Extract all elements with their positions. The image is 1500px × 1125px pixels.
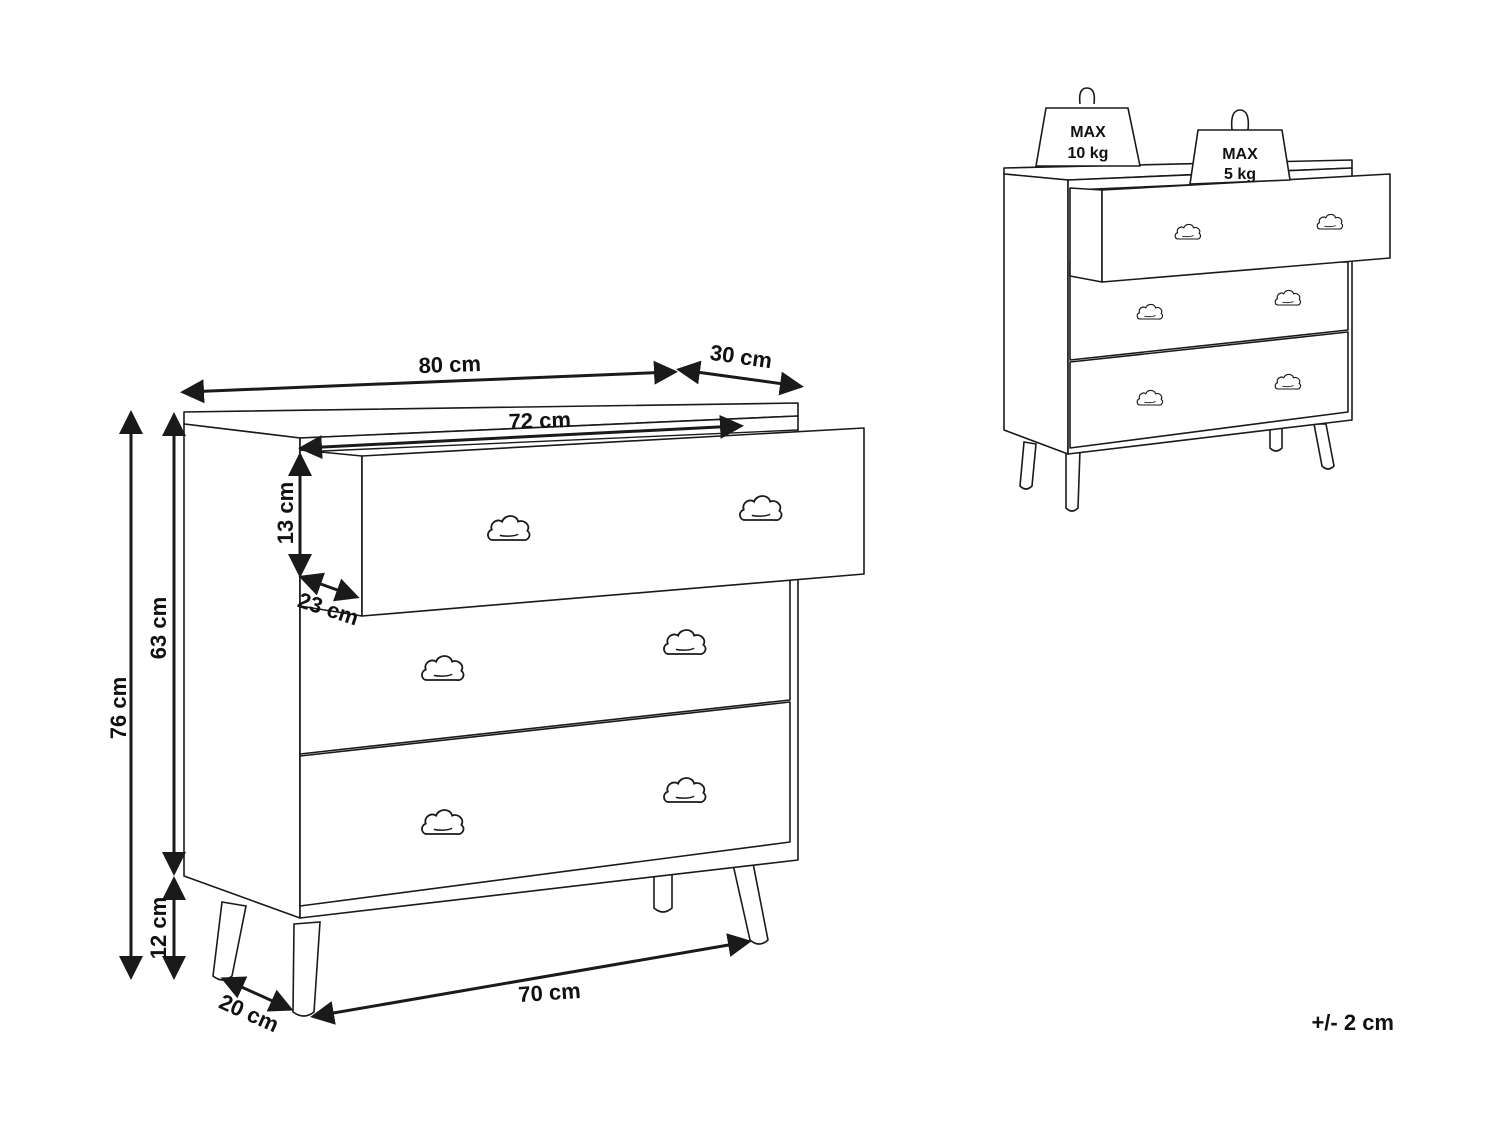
leg-depth-label: 20 cm [215,989,282,1037]
open-drawer-side [1069,187,1103,283]
front-leg-center [1065,449,1081,512]
drawer-width-label: 72 cm [508,407,571,434]
bottom-drawer [1069,331,1349,449]
drawer-weight-max: MAX [1222,146,1258,163]
open-drawer-front [1101,173,1391,283]
back-leg-left [653,869,673,913]
arrow-icon [676,360,804,396]
body-height-label: 63 cm [146,597,171,659]
arrow-icon [298,414,744,460]
width-label: 80 cm [418,351,481,378]
arrow-icon [180,360,678,404]
weight-icon: MAX 10 kg [1035,87,1141,167]
side-panel [1003,173,1069,455]
arrow-icon [310,933,752,1025]
front-leg-center [292,921,321,1017]
top-weight-max: MAX [1070,124,1106,141]
top-weight-value: 10 kg [1068,145,1109,162]
dimension-arrows [119,360,804,1025]
front-leg-left [212,901,247,981]
weight-dresser: MAX 10 kg MAX 5 kg [1003,87,1391,512]
drawer-height-label: 13 cm [273,482,298,544]
drawer-weight-value: 5 kg [1224,166,1256,183]
back-leg-right [1313,423,1335,470]
back-leg-right [731,857,769,945]
leg-height-label: 12 cm [146,897,171,959]
arrow-icon [220,976,294,1012]
bottom-drawer [299,701,791,907]
front-leg-left [1019,441,1037,490]
weight-icon: MAX 5 kg [1189,109,1291,185]
tolerance-label: +/- 2 cm [1311,1010,1394,1035]
leg-span-label: 70 cm [517,978,581,1007]
back-leg-left [1269,427,1283,452]
total-height-label: 76 cm [106,677,131,739]
depth-label: 30 cm [708,340,773,373]
arrow-icon [298,572,360,602]
